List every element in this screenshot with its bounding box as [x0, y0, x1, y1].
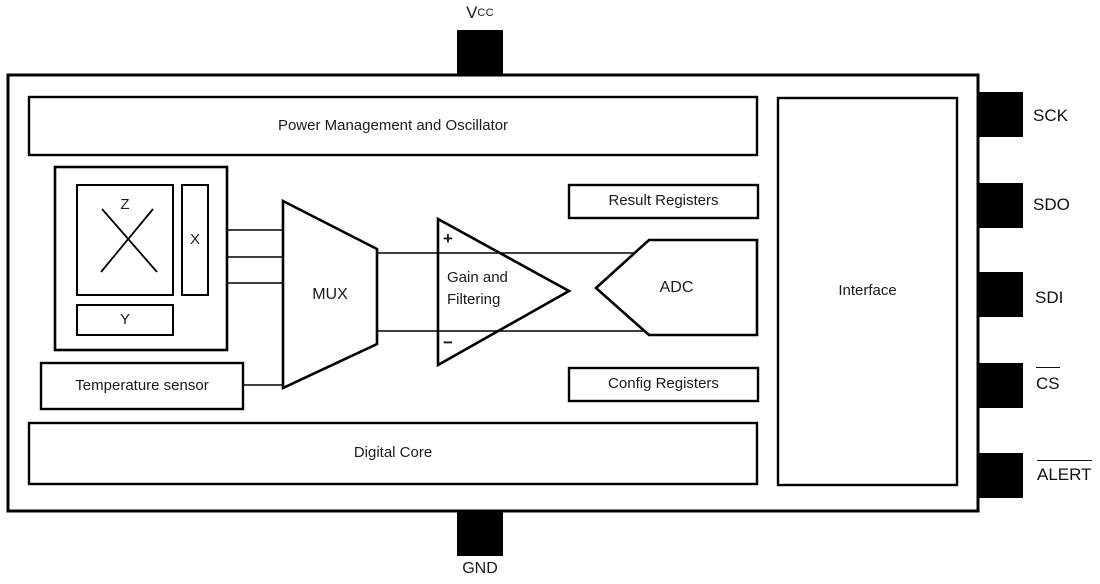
sck-pin-pad [978, 92, 1023, 137]
gain-filtering-label-line2: Filtering [447, 291, 501, 308]
sensor-y-label: Y [119, 310, 130, 328]
gain-filtering-triangle [436, 216, 572, 368]
vcc-pin-label-subscript: CC [477, 6, 494, 19]
sdi-pin-pad [978, 272, 1023, 317]
temperature-sensor-label: Temperature sensor [75, 376, 209, 394]
sdo-pin-pad [978, 183, 1023, 228]
alert-pin-label-text: ALERT [1037, 460, 1092, 485]
result-registers-label: Result Registers [608, 192, 719, 210]
sensor-z-block [76, 184, 174, 296]
digital-core-block [27, 421, 759, 486]
power-management-label: Power Management and Oscillator [277, 116, 509, 134]
cs-pin-pad [978, 363, 1023, 408]
mux-to-adc-wires [377, 252, 645, 332]
alert-pin-pad [978, 453, 1023, 498]
digital-core-label: Digital Core [353, 444, 433, 462]
z-cross-icon [100, 208, 158, 273]
gain-filtering-label: Gain and Filtering [447, 267, 508, 311]
sensor-to-mux-wires [227, 229, 284, 386]
sensor-x-label: X [189, 230, 200, 248]
interface-label: Interface [838, 282, 897, 300]
amp-plus-input-label: + [443, 228, 453, 248]
sdo-pin-label: SDO [1033, 195, 1070, 214]
result-registers-block [567, 183, 760, 220]
power-management-block [27, 95, 759, 157]
cs-pin-label: CS [1036, 367, 1060, 394]
gnd-pin-label: GND [462, 560, 498, 578]
cs-pin-label-text: CS [1036, 367, 1060, 394]
gnd-pin-pad [457, 511, 503, 556]
config-registers-block [567, 366, 760, 403]
adc-pentagon [594, 238, 759, 337]
sck-pin-label: SCK [1033, 106, 1068, 125]
sensor-z-label: Z [120, 195, 130, 213]
temperature-sensor-block [39, 361, 245, 411]
gain-filtering-label-line1: Gain and [447, 269, 508, 286]
sdi-pin-label: SDI [1035, 288, 1064, 307]
config-registers-label: Config Registers [608, 375, 719, 393]
alert-pin-label: ALERT [1037, 460, 1092, 485]
mux-label: MUX [312, 285, 348, 303]
interface-block [776, 96, 959, 487]
amp-minus-input-label: − [443, 332, 453, 352]
sensor-y-block [76, 304, 174, 336]
sensor-x-block [181, 184, 209, 296]
vcc-pin-pad [457, 30, 503, 75]
mux-trapezoid [281, 198, 379, 391]
vcc-pin-label-base: V [466, 2, 478, 22]
adc-label: ADC [659, 278, 694, 296]
